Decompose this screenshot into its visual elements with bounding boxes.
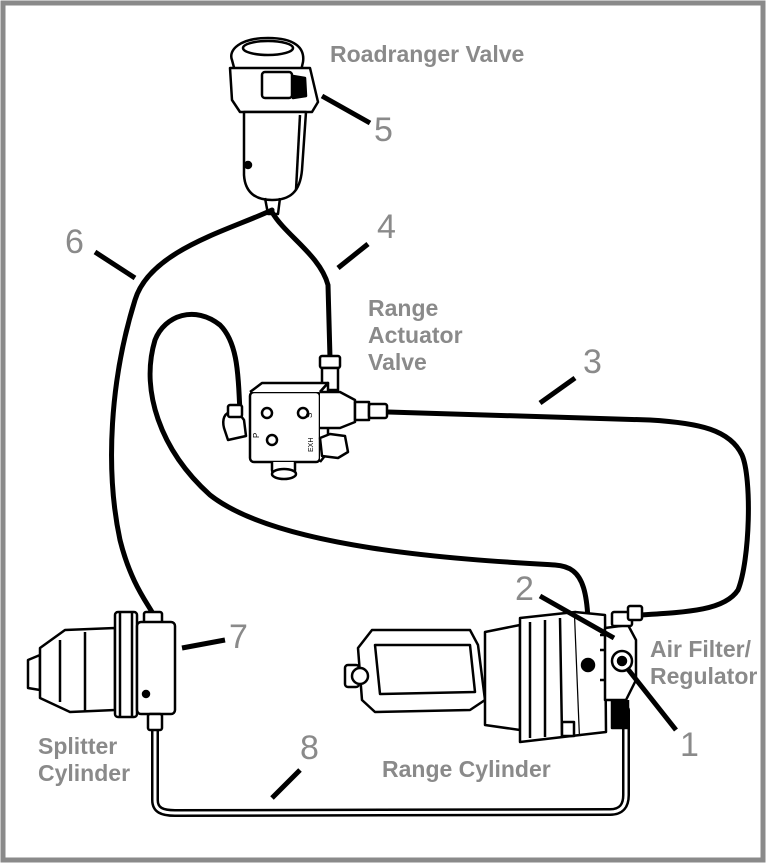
leader-8 (270, 768, 302, 800)
label-air-filter-regulator: Air Filter/ Regulator (650, 636, 757, 690)
callout-8: 8 (300, 729, 319, 767)
callout-7: 7 (229, 618, 248, 656)
range-cylinder-icon (343, 610, 608, 744)
callout-1: 1 (680, 726, 699, 764)
air-line-6 (109, 207, 275, 615)
leader-7 (181, 637, 226, 651)
leader-6 (93, 249, 137, 281)
port-mark-exh: EXH (308, 438, 315, 452)
label-splitter-cylinder-line-2: Cylinder (38, 760, 131, 787)
range-actuator-valve-icon (222, 354, 389, 481)
splitter-cylinder-icon (26, 610, 177, 732)
leader-2 (538, 593, 616, 641)
leader-5 (320, 93, 372, 126)
callout-leaders (93, 93, 678, 800)
port-mark-p: P (252, 433, 261, 438)
air-line-loop (147, 311, 591, 668)
label-range-cylinder: Range Cylinder (382, 756, 551, 782)
leader-1 (625, 666, 678, 732)
label-roadranger-valve: Roadranger Valve (330, 41, 525, 67)
port-mark-s: S (305, 413, 314, 418)
callout-2: 2 (515, 570, 534, 608)
label-range-actuator-valve-line-2: Actuator (368, 322, 463, 349)
leader-4 (336, 242, 370, 270)
air-filter-regulator-icon (600, 604, 644, 730)
label-range-actuator-valve-line-1: Range (368, 295, 439, 321)
label-range-actuator-valve: Range Actuator Valve (368, 295, 463, 376)
label-air-filter-regulator-line-2: Regulator (650, 663, 758, 690)
air-line-4 (269, 209, 333, 361)
callout-3: 3 (583, 343, 602, 381)
callout-5: 5 (374, 111, 393, 149)
roadranger-valve-icon (228, 36, 320, 216)
air-lines (109, 207, 751, 817)
air-line-8-inner (153, 708, 628, 815)
callout-4: 4 (377, 208, 396, 246)
label-splitter-cylinder: Splitter Cylinder (38, 733, 130, 787)
callout-6: 6 (65, 223, 84, 261)
label-range-actuator-valve-line-3: Valve (368, 349, 427, 376)
label-air-filter-regulator-line-1: Air Filter/ (650, 636, 751, 662)
leader-3 (538, 375, 577, 406)
label-splitter-cylinder-line-1: Splitter (38, 733, 118, 759)
air-line-3 (385, 409, 751, 618)
